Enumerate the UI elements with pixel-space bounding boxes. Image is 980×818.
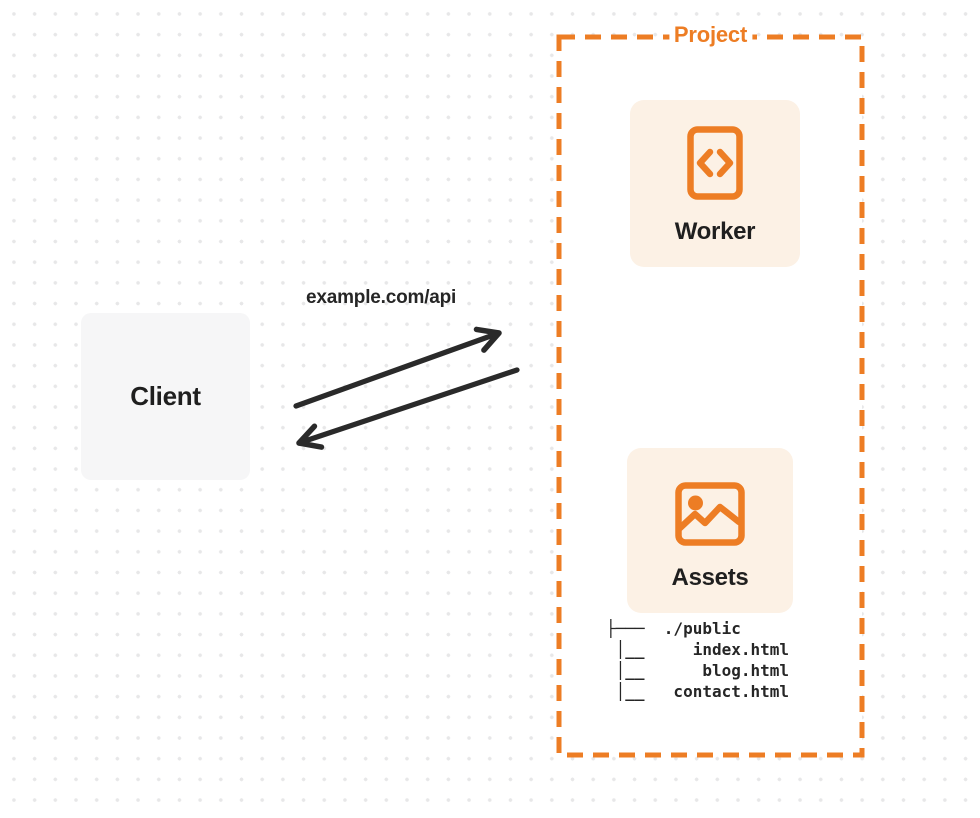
assets-node: Assets bbox=[627, 448, 793, 613]
file-tree-line-root: ├─── ./public bbox=[606, 619, 741, 638]
response-arrow bbox=[296, 367, 520, 450]
request-arrow bbox=[293, 326, 502, 409]
assets-file-tree: ├─── ./public │__ index.html │__ blog.ht… bbox=[606, 618, 789, 702]
worker-node: Worker bbox=[630, 100, 800, 267]
request-url-label: example.com/api bbox=[306, 287, 457, 308]
project-dashed-border bbox=[556, 34, 865, 758]
code-icon bbox=[687, 126, 743, 200]
file-tree-line-blog: │__ blog.html bbox=[606, 661, 790, 680]
assets-label: Assets bbox=[671, 564, 749, 591]
file-tree-line-index: │__ index.html bbox=[606, 640, 790, 659]
client-node: Client bbox=[81, 313, 250, 480]
image-icon bbox=[675, 482, 745, 546]
project-label: Project bbox=[668, 22, 753, 48]
file-tree-line-contact: │__ contact.html bbox=[606, 682, 790, 701]
client-label: Client bbox=[130, 381, 201, 411]
project-boundary: Project Worker Assets ├─── ./public │__ … bbox=[556, 22, 865, 758]
worker-label: Worker bbox=[674, 218, 756, 245]
